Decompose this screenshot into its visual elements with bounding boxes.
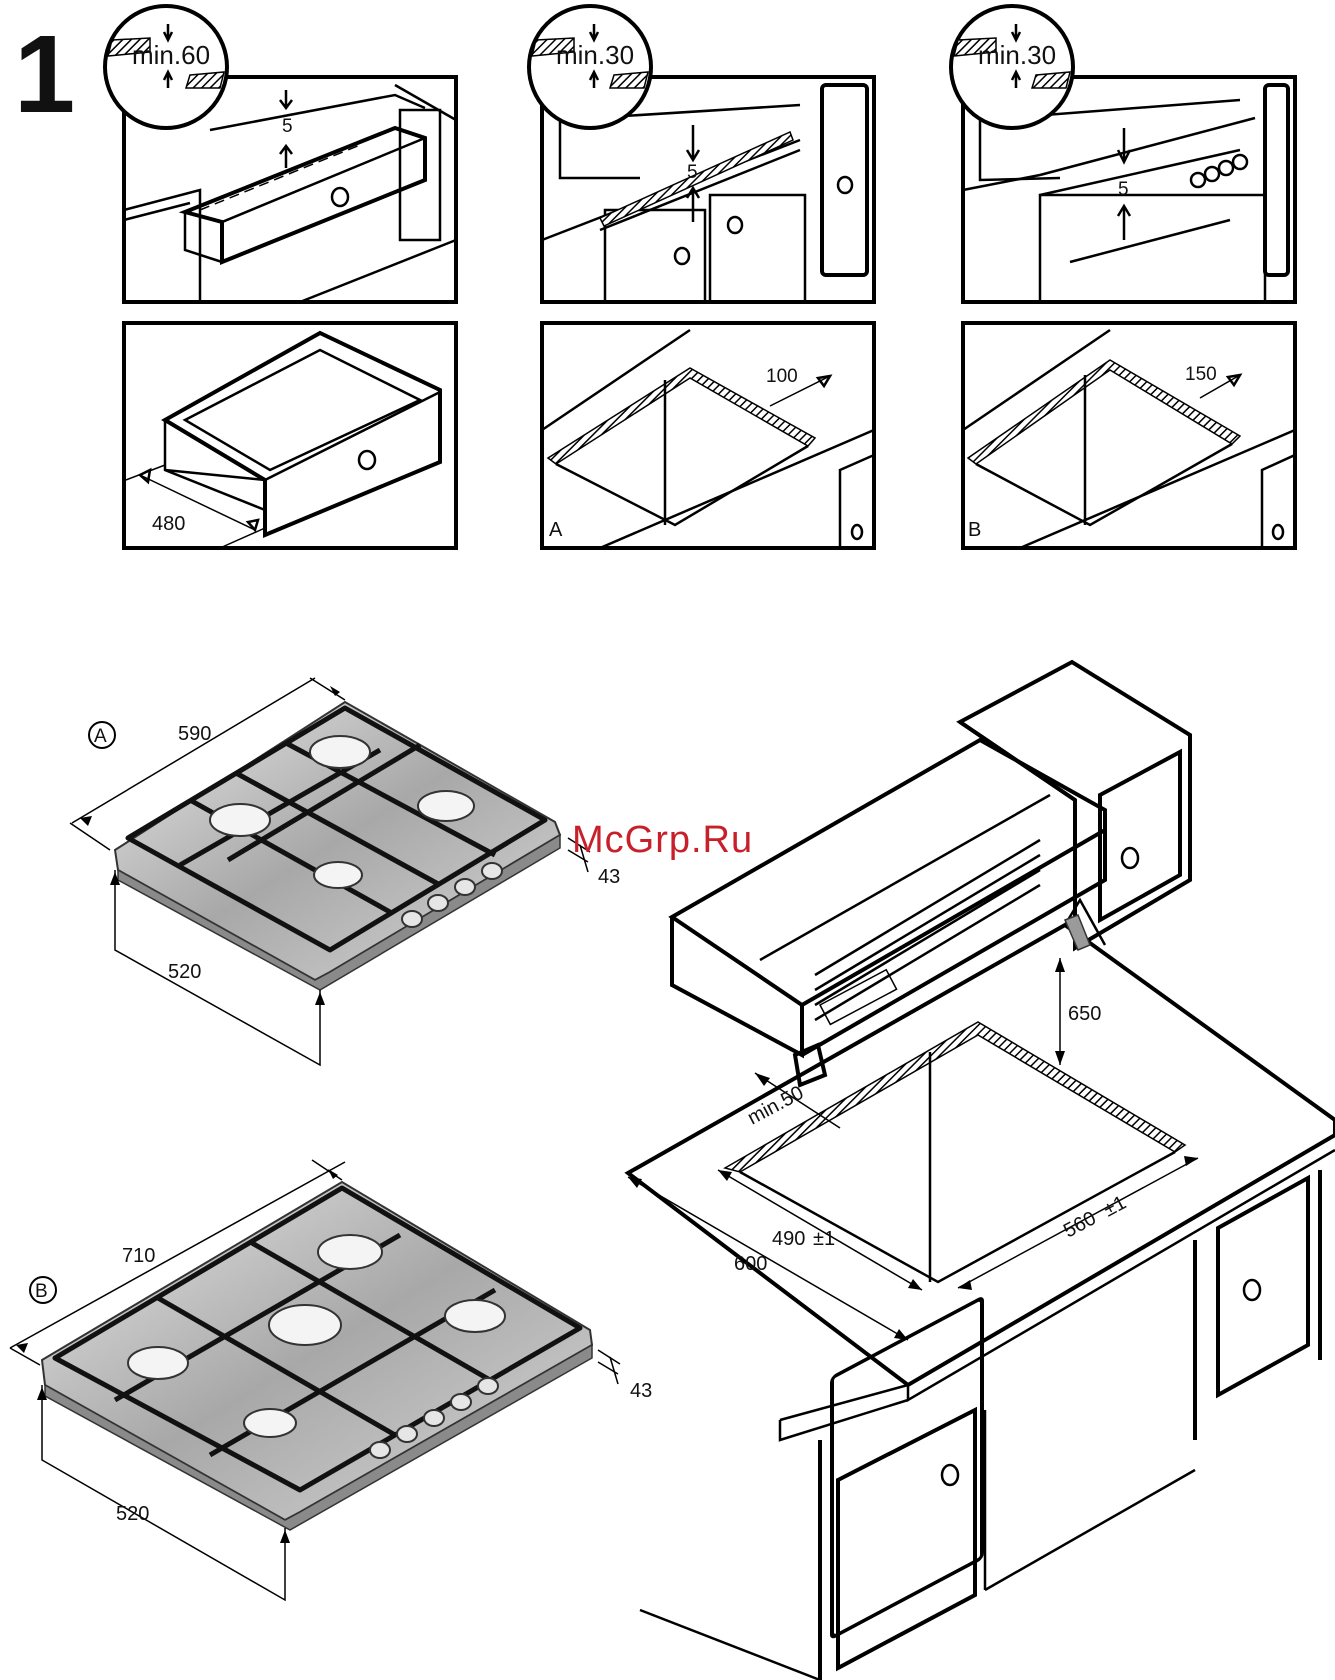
hob-a-marker: A — [94, 726, 107, 747]
cutout-width-tol: ±1 — [1100, 1192, 1130, 1222]
panel3-min-label: min.30 — [978, 40, 1056, 70]
hob-a-depth: 520 — [168, 961, 201, 983]
figure-number: 1 — [14, 13, 75, 136]
hob-a-width: 590 — [178, 723, 211, 745]
panel-cutout-a: 100 A — [542, 323, 874, 548]
cutout-depth: 490 — [772, 1228, 805, 1250]
panel2-gap-label: 5 — [687, 162, 698, 183]
panel5-dimension: 100 — [766, 366, 798, 387]
watermark: McGrp.Ru — [572, 819, 753, 861]
panel-cabinet-clearance: 5 min.30 — [529, 6, 874, 302]
installation-view: 650 min.50 490 ±1 560 ±1 600 — [628, 662, 1335, 1680]
panel1-gap-label: 5 — [282, 116, 293, 137]
panel4-dimension: 480 — [152, 513, 185, 535]
panel2-min-label: min.30 — [556, 40, 634, 70]
hood-height-650: 650 — [1068, 1003, 1101, 1025]
panel-drawer-depth: 480 — [124, 323, 456, 548]
hob-b-height: 43 — [630, 1380, 652, 1402]
hob-a: A 590 520 43 — [70, 678, 620, 1065]
cutout-depth-tol: ±1 — [813, 1228, 835, 1250]
hob-a-height: 43 — [598, 866, 620, 888]
panel5-corner-label: A — [549, 519, 563, 541]
worktop-depth: 600 — [734, 1253, 767, 1275]
panel-oven-clearance: 5 min.30 — [951, 6, 1295, 302]
panel3-gap-label: 5 — [1118, 179, 1129, 200]
panel-drawer-clearance: 5 min.60 — [105, 6, 456, 302]
panel-cutout-b: 150 B — [963, 323, 1295, 548]
hob-b: B 710 520 43 — [10, 1160, 652, 1600]
panel1-min-label: min.60 — [132, 40, 210, 70]
hob-b-depth: 520 — [116, 1503, 149, 1525]
panel6-dimension: 150 — [1185, 364, 1217, 385]
panel6-corner-label: B — [968, 519, 981, 541]
hob-b-width: 710 — [122, 1245, 155, 1267]
hob-b-marker: B — [35, 1281, 48, 1302]
